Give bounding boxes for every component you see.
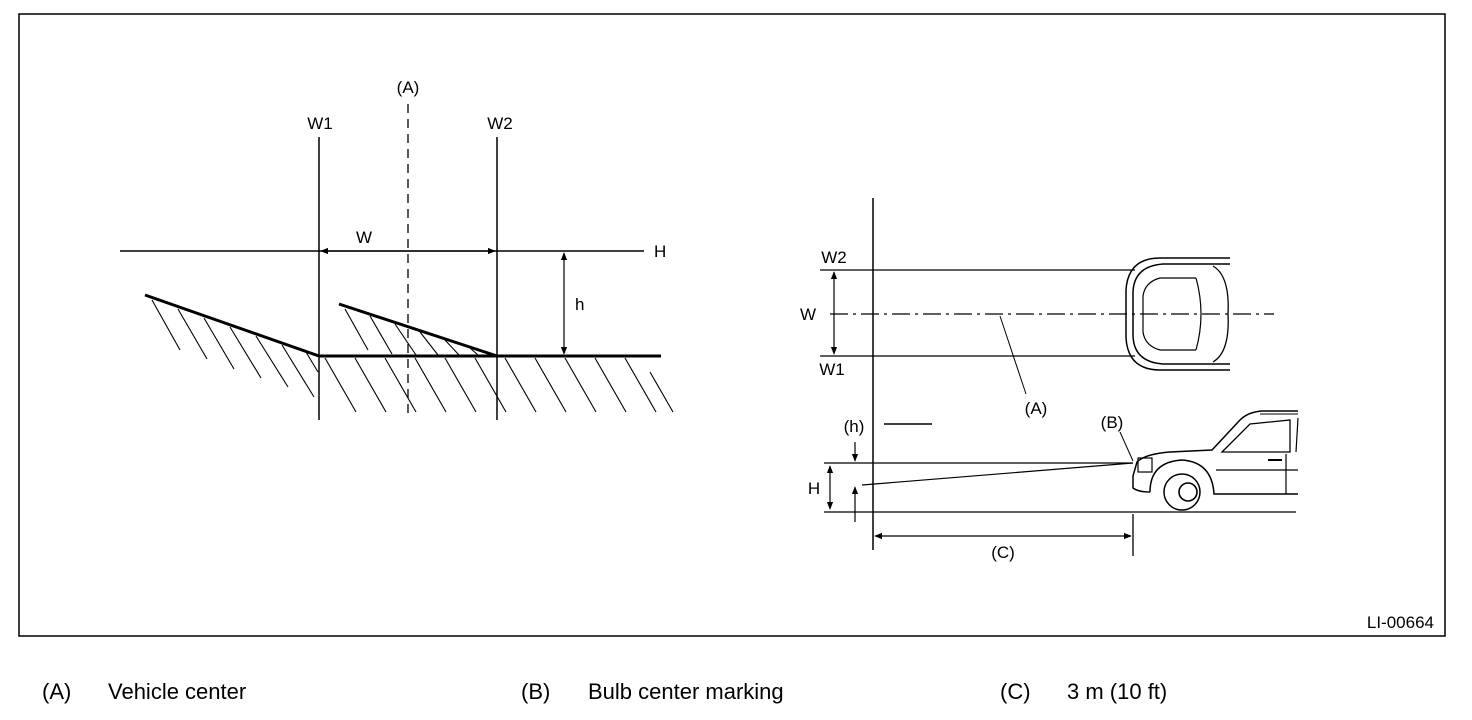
- right-label-b: (B): [1101, 413, 1124, 432]
- car-side-view: [1132, 410, 1299, 511]
- left-label-w2: W2: [487, 114, 513, 133]
- top-a-leader: [999, 315, 1027, 395]
- right-label-w1: W1: [819, 360, 845, 379]
- kick-hatching: [344, 308, 479, 356]
- right-label-big-h: H: [808, 479, 820, 498]
- legend-text-b: Bulb center marking: [588, 679, 784, 704]
- left-label-w: W: [356, 228, 372, 247]
- legend-text-a: Vehicle center: [108, 679, 247, 704]
- legend-item-b: (B) Bulb center marking: [521, 679, 784, 705]
- side-b-leader: [1119, 431, 1134, 462]
- legend-text-c: 3 m (10 ft): [1067, 679, 1168, 704]
- side-beam-line: [861, 462, 1134, 486]
- right-cutoff-kick: [338, 302, 498, 358]
- legend-key-b: (B): [521, 679, 551, 704]
- figure-id: LI-00664: [1367, 613, 1434, 632]
- beam-pattern-diagram: [120, 104, 674, 420]
- figure-frame: [18, 13, 1446, 637]
- legend-item-c: (C) 3 m (10 ft): [1000, 679, 1167, 705]
- left-label-big-h: H: [654, 242, 666, 261]
- left-label-a: (A): [397, 78, 420, 97]
- headlight-aiming-figure: (A) W1 W2 W H h: [18, 13, 1446, 637]
- flat-hatching: [324, 357, 674, 413]
- left-label-small-h: h: [575, 295, 584, 314]
- legend-item-a: (A) Vehicle center: [42, 679, 246, 705]
- car-top-view: [1125, 257, 1230, 371]
- legend-key-c: (C): [1000, 679, 1031, 704]
- right-label-a: (A): [1025, 399, 1048, 418]
- right-label-h-paren: (h): [844, 417, 865, 436]
- left-hatching: [151, 299, 319, 398]
- legend-key-a: (A): [42, 679, 72, 704]
- left-label-w1: W1: [307, 114, 333, 133]
- right-label-c: (C): [991, 543, 1015, 562]
- right-label-w2: W2: [821, 248, 847, 267]
- right-label-w: W: [800, 305, 816, 324]
- vehicle-layout-diagram: [820, 198, 1299, 556]
- left-cutoff-line: [144, 293, 661, 358]
